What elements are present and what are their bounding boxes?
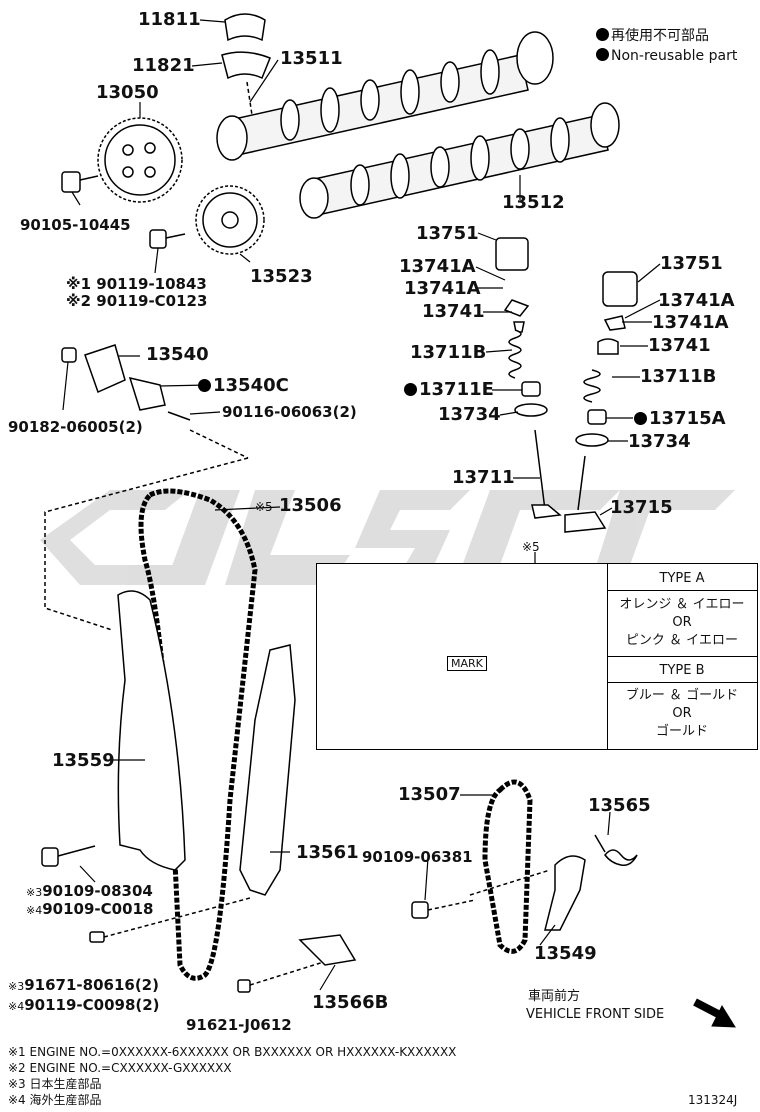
label-13751-b: 13751 xyxy=(660,253,723,274)
footnote-3: ※3 日本生産部品 xyxy=(8,1077,102,1091)
bearing-upper-shape xyxy=(224,13,266,42)
label-13711B-a: 13711B xyxy=(410,342,487,363)
label-13566B: 13566B xyxy=(312,992,389,1013)
chainbox-mark: ※5 xyxy=(522,540,540,554)
label-11811: 11811 xyxy=(138,9,201,30)
label-13741A-b1: 13741A xyxy=(658,290,735,311)
label-90119-C0098: ※490119-C0098(2) xyxy=(8,996,160,1014)
exhaust-sprocket-shape xyxy=(195,185,265,255)
camshaft-intake-shape xyxy=(216,31,554,161)
label-13549: 13549 xyxy=(534,943,597,964)
label-91671-80616: ※391671-80616(2) xyxy=(8,976,159,994)
watermark-logo xyxy=(40,490,735,585)
label-90105-10445: 90105-10445 xyxy=(20,216,131,234)
label-90109-C0018: ※490109-C0018 xyxy=(26,900,154,918)
label-13711B-b: 13711B xyxy=(640,366,717,387)
label-13506: ※5 13506 xyxy=(255,495,342,516)
guide-plate-shape xyxy=(298,934,357,966)
label-91621-J0612: 91621-J0612 xyxy=(186,1016,292,1034)
type-a-header: TYPE A xyxy=(659,571,705,586)
figure-id: 131324J xyxy=(688,1093,738,1107)
label-13561: 13561 xyxy=(296,842,359,863)
label-90109-06381: 90109-06381 xyxy=(362,848,473,866)
label-90119-10843: ※1 90119-10843 xyxy=(66,275,207,293)
legend-non-reusable-jp: 再使用不可部品 xyxy=(596,28,709,43)
vehicle-front-en: VEHICLE FRONT SIDE xyxy=(526,1007,665,1022)
legend-non-reusable-en: Non-reusable part xyxy=(596,48,737,63)
label-13507: 13507 xyxy=(398,784,461,805)
label-13711: 13711 xyxy=(452,467,515,488)
type-b-header: TYPE B xyxy=(659,663,705,678)
label-13741-a: 13741 xyxy=(422,301,485,322)
vehicle-front-jp: 車両前方 xyxy=(528,989,581,1004)
label-13512: 13512 xyxy=(502,192,565,213)
valve-train-exhaust-shape xyxy=(564,271,638,533)
footnote-1: ※1 ENGINE NO.=0XXXXXX-6XXXXXX OR BXXXXXX… xyxy=(8,1045,457,1059)
bearing-lower-shape xyxy=(221,51,271,80)
type-b-colors-2: ゴールド xyxy=(655,724,708,739)
chain-damper-shape xyxy=(239,644,296,896)
label-13715A: 13715A xyxy=(634,410,726,428)
label-13741A-a1: 13741A xyxy=(399,256,476,277)
type-a-or: OR xyxy=(672,615,692,630)
chain-type-table: TYPE A オレンジ ＆ イエロー OR ピンク ＆ イエロー TYPE B … xyxy=(316,563,758,750)
footnote-2: ※2 ENGINE NO.=CXXXXXX-GXXXXXX xyxy=(8,1061,232,1075)
label-13540C: 13540C xyxy=(198,377,289,395)
type-a-colors-2: ピンク ＆ イエロー xyxy=(625,633,739,648)
oil-pump-chain-shape xyxy=(482,779,533,954)
label-13734-b: 13734 xyxy=(628,431,691,452)
label-11821: 11821 xyxy=(132,55,195,76)
mark-label: MARK xyxy=(447,656,487,671)
footnote-4: ※4 海外生産部品 xyxy=(8,1093,102,1107)
label-13711E: 13711E xyxy=(404,381,494,399)
label-90109-08304: ※390109-08304 xyxy=(26,882,153,900)
vvt-gear-shape xyxy=(97,117,183,203)
label-13715: 13715 xyxy=(610,497,673,518)
type-a-colors-1: オレンジ ＆ イエロー xyxy=(619,597,745,612)
label-13741A-b2: 13741A xyxy=(652,312,729,333)
label-90119-C0123: ※2 90119-C0123 xyxy=(66,292,208,310)
chain-guide-shape xyxy=(117,590,186,871)
label-13511: 13511 xyxy=(280,48,343,69)
oil-pump-tensioner-shape xyxy=(544,855,586,931)
label-13741A-a2: 13741A xyxy=(404,278,481,299)
label-13523: 13523 xyxy=(250,266,313,287)
label-90182-06005: 90182-06005(2) xyxy=(8,418,143,436)
label-13741-b: 13741 xyxy=(648,335,711,356)
label-13734-a: 13734 xyxy=(438,404,501,425)
label-13751-a: 13751 xyxy=(416,223,479,244)
front-arrow-icon xyxy=(693,998,736,1028)
type-b-or: OR xyxy=(672,706,692,721)
type-b-colors-1: ブルー ＆ ゴールド xyxy=(625,688,739,703)
label-13050: 13050 xyxy=(96,82,159,103)
spring-shape xyxy=(604,849,638,867)
label-13559: 13559 xyxy=(52,750,115,771)
label-13540: 13540 xyxy=(146,344,209,365)
chain-tensioner-shape xyxy=(44,344,249,631)
valve-train-intake-shape xyxy=(495,237,562,519)
camshaft-exhaust-shape xyxy=(299,102,620,219)
label-90116-06063: 90116-06063(2) xyxy=(222,403,357,421)
label-13565: 13565 xyxy=(588,795,651,816)
